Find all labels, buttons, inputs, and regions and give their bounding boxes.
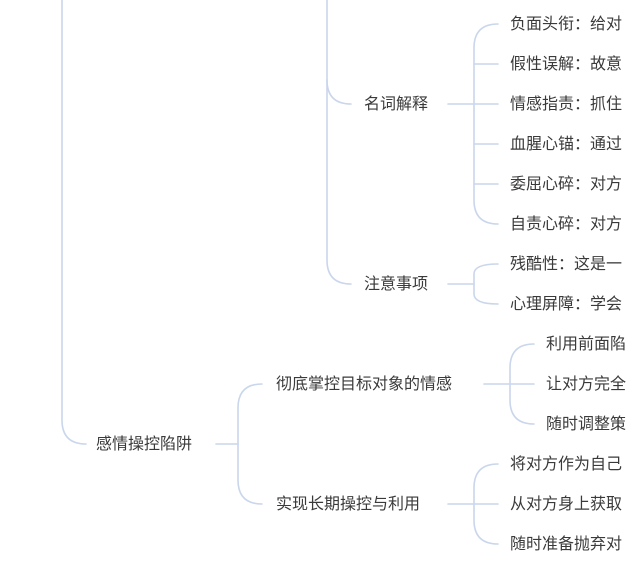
leaf-node-label[interactable]: 让对方完全 (546, 374, 627, 393)
root-node-label[interactable]: 感情操控陷阱 (96, 434, 193, 453)
leaf-node-label[interactable]: 情感指责：抓住 (510, 94, 623, 113)
leaf-node-label[interactable]: 随时调整策 (546, 414, 627, 433)
branch1-ticks (473, 63, 499, 185)
leaf-node-label[interactable]: 利用前面陷 (546, 334, 627, 353)
branch-node-label[interactable]: 彻底掌控目标对象的情感 (276, 374, 453, 393)
leaf-node-label[interactable]: 随时准备抛弃对 (510, 534, 623, 553)
leaf-node-label[interactable]: 负面头衔：给对 (510, 14, 623, 33)
leaf-node-label[interactable]: 自责心碎：对方 (510, 214, 623, 233)
branch-node-label[interactable]: 注意事项 (364, 274, 429, 293)
root-children-bracket (237, 383, 263, 505)
upper-connector-2 (326, 79, 352, 285)
leaf-node-label[interactable]: 将对方作为自己 (510, 454, 623, 473)
branch2-bracket (473, 263, 499, 305)
leaf-node-label[interactable]: 委屈心碎：对方 (510, 174, 623, 193)
upper-connector-1 (326, 0, 352, 105)
leaf-node-label[interactable]: 心理屏障：学会 (510, 294, 623, 313)
root-parent-connector (61, 0, 87, 445)
leaf-node-label[interactable]: 假性误解：故意 (510, 54, 623, 73)
leaf-node-label[interactable]: 血腥心锚：通过 (510, 134, 623, 153)
leaf-node-label[interactable]: 从对方身上获取 (510, 494, 623, 513)
branch-node-label[interactable]: 名词解释 (364, 94, 429, 113)
branch1-bracket (473, 23, 499, 225)
leaf-node-label[interactable]: 残酷性：这是一 (510, 254, 623, 273)
branch-node-label[interactable]: 实现长期操控与利用 (276, 494, 421, 513)
